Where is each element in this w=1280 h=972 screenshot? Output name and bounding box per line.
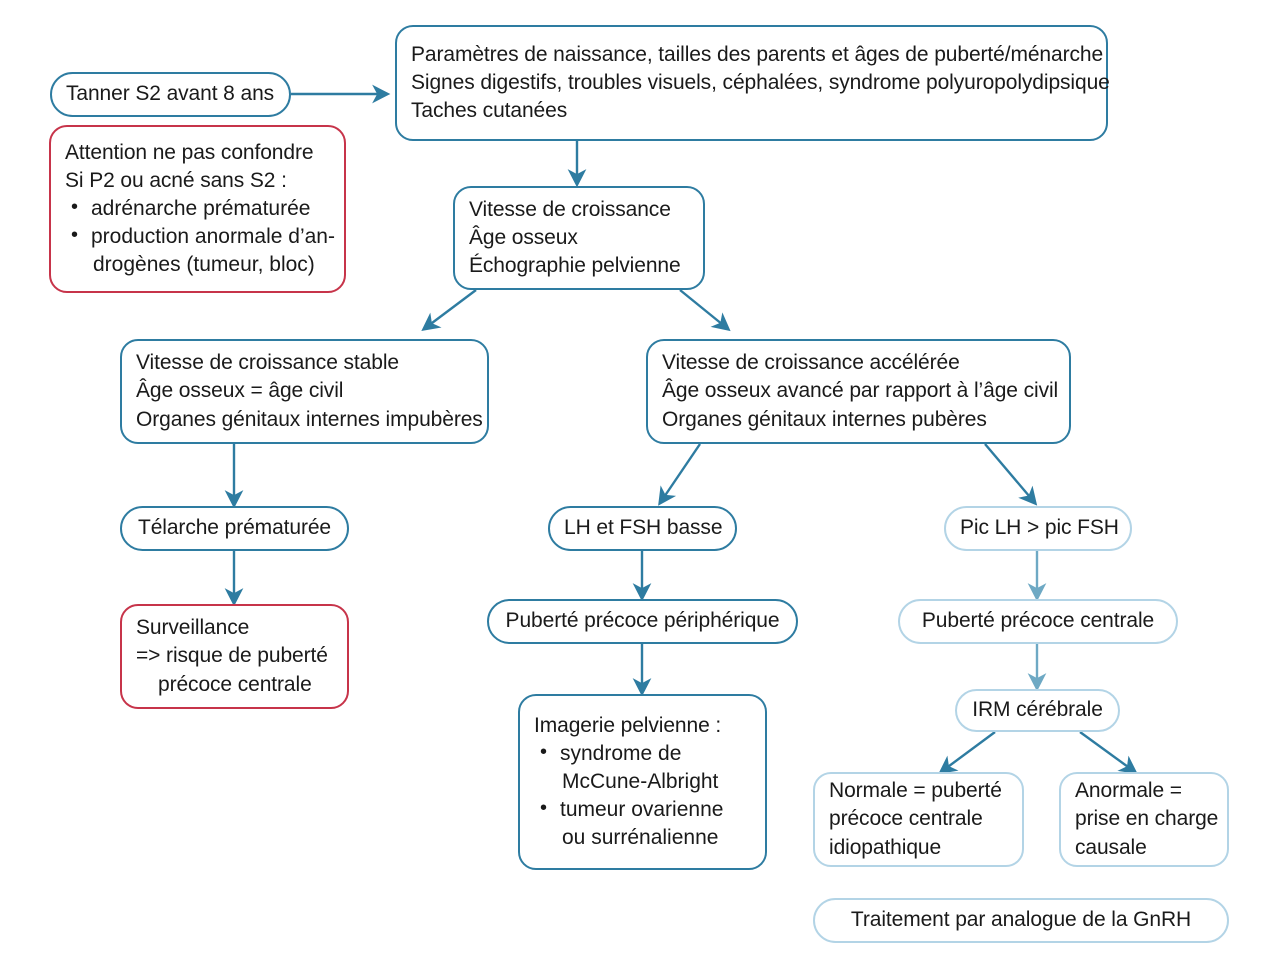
node-pp-centrale-line1: Puberté précoce centrale bbox=[921, 609, 1155, 633]
node-lh-fsh-basse[interactable]: LH et FSH basse bbox=[548, 506, 737, 551]
node-irm-anormale-line2: prise en charge bbox=[1075, 807, 1219, 831]
edge-bilan-to-acceleree bbox=[679, 289, 731, 332]
edge-irm-to-anormale bbox=[1079, 731, 1138, 774]
node-surveillance[interactable]: Surveillance => risque de puberté précoc… bbox=[120, 604, 349, 709]
node-tanner-s2-line1: Tanner S2 avant 8 ans bbox=[66, 82, 275, 106]
node-imagerie-bullet-2-cont: ou surrénalienne bbox=[562, 826, 719, 850]
node-attention-bullets: adrénarche prématurée production anormal… bbox=[65, 194, 335, 279]
node-attention-bullet-2: production anormale d’an- drogènes (tume… bbox=[65, 222, 335, 279]
node-irm-cerebrale[interactable]: IRM cérébrale bbox=[955, 689, 1120, 732]
node-vitesse-acceleree[interactable]: Vitesse de croissance accélérée Âge osse… bbox=[646, 339, 1071, 444]
node-imagerie-bullet-1-text: syndrome de bbox=[560, 741, 682, 765]
node-bilan-line3: Échographie pelvienne bbox=[469, 254, 681, 278]
edge-acceleree-to-lhfshbasse bbox=[658, 443, 701, 506]
node-pic-lh-line1: Pic LH > pic FSH bbox=[960, 516, 1119, 540]
node-irm-normale-line2: précoce centrale bbox=[829, 807, 983, 831]
node-pp-centrale[interactable]: Puberté précoce centrale bbox=[898, 599, 1178, 644]
node-vitesse-stable-line1: Vitesse de croissance stable bbox=[136, 351, 399, 375]
node-telarche-prematuree[interactable]: Télarche prématurée bbox=[120, 506, 349, 551]
node-imagerie-bullet-2: tumeur ovarienne ou surrénalienne bbox=[534, 795, 751, 852]
edge-acceleree-to-piclh bbox=[984, 443, 1038, 506]
node-irm-anormale-line1: Anormale = bbox=[1075, 779, 1182, 803]
node-traitement-gnrh[interactable]: Traitement par analogue de la GnRH bbox=[813, 898, 1229, 943]
node-attention-bullet-1: adrénarche prématurée bbox=[65, 194, 330, 223]
node-lh-fsh-basse-line1: LH et FSH basse bbox=[564, 516, 723, 540]
node-attention-bullet-2-text: production anormale d’an- bbox=[91, 225, 335, 249]
node-irm-normale[interactable]: Normale = puberté précoce centrale idiop… bbox=[813, 772, 1024, 867]
node-vitesse-stable[interactable]: Vitesse de croissance stable Âge osseux … bbox=[120, 339, 489, 444]
node-anamnese[interactable]: Paramètres de naissance, tailles des par… bbox=[395, 25, 1110, 141]
node-anamnese-line1: Paramètres de naissance, tailles des par… bbox=[411, 42, 1104, 66]
node-surveillance-line2: => risque de puberté bbox=[136, 644, 328, 668]
node-attention-line1: Attention ne pas confondre bbox=[65, 140, 314, 164]
node-irm-line1: IRM cérébrale bbox=[972, 698, 1103, 722]
node-imagerie-bullets: syndrome de McCune-Albright tumeur ovari… bbox=[534, 739, 751, 853]
node-irm-anormale[interactable]: Anormale = prise en charge causale bbox=[1059, 772, 1229, 867]
edge-irm-to-normale bbox=[938, 731, 996, 774]
node-vitesse-stable-line3: Organes génitaux internes impubères bbox=[136, 407, 483, 431]
node-attention-bullet-2-cont: drogènes (tumeur, bloc) bbox=[93, 253, 315, 277]
node-irm-normale-line1: Normale = puberté bbox=[829, 779, 1002, 803]
node-attention-line2: Si P2 ou acné sans S2 : bbox=[65, 168, 287, 192]
node-anamnese-line2: Signes digestifs, troubles visuels, céph… bbox=[411, 70, 1110, 94]
node-pp-peripherique-line1: Puberté précoce périphérique bbox=[505, 609, 780, 633]
node-vitesse-acceleree-line2: Âge osseux avancé par rapport à l’âge ci… bbox=[662, 379, 1059, 403]
node-bilan-line2: Âge osseux bbox=[469, 225, 578, 249]
edge-bilan-to-stable bbox=[421, 289, 477, 332]
node-bilan-line1: Vitesse de croissance bbox=[469, 197, 671, 221]
node-irm-normale-line3: idiopathique bbox=[829, 835, 942, 859]
node-pic-lh-sup-pic-fsh[interactable]: Pic LH > pic FSH bbox=[944, 506, 1132, 551]
node-surveillance-line1: Surveillance bbox=[136, 616, 250, 640]
node-imagerie-bullet-2-text: tumeur ovarienne bbox=[560, 798, 724, 822]
node-imagerie-bullet-1-cont: McCune-Albright bbox=[562, 769, 719, 793]
node-imagerie-pelvienne[interactable]: Imagerie pelvienne : syndrome de McCune-… bbox=[518, 694, 767, 870]
node-vitesse-acceleree-line3: Organes génitaux internes pubères bbox=[662, 407, 987, 431]
node-surveillance-line3: précoce centrale bbox=[158, 672, 312, 696]
node-irm-anormale-line3: causale bbox=[1075, 835, 1147, 859]
node-vitesse-acceleree-line1: Vitesse de croissance accélérée bbox=[662, 351, 960, 375]
node-vitesse-stable-line2: Âge osseux = âge civil bbox=[136, 379, 344, 403]
node-telarche-line1: Télarche prématurée bbox=[137, 516, 332, 540]
node-tanner-s2[interactable]: Tanner S2 avant 8 ans bbox=[50, 72, 291, 117]
node-imagerie-bullet-1: syndrome de McCune-Albright bbox=[534, 739, 751, 796]
node-traitement-line1: Traitement par analogue de la GnRH bbox=[850, 908, 1192, 932]
node-pp-peripherique[interactable]: Puberté précoce périphérique bbox=[487, 599, 798, 644]
node-imagerie-line1: Imagerie pelvienne : bbox=[534, 713, 722, 737]
node-bilan-initial[interactable]: Vitesse de croissance Âge osseux Échogra… bbox=[453, 186, 705, 290]
node-attention-warning[interactable]: Attention ne pas confondre Si P2 ou acné… bbox=[49, 125, 346, 293]
node-anamnese-line3: Taches cutanées bbox=[411, 99, 568, 123]
